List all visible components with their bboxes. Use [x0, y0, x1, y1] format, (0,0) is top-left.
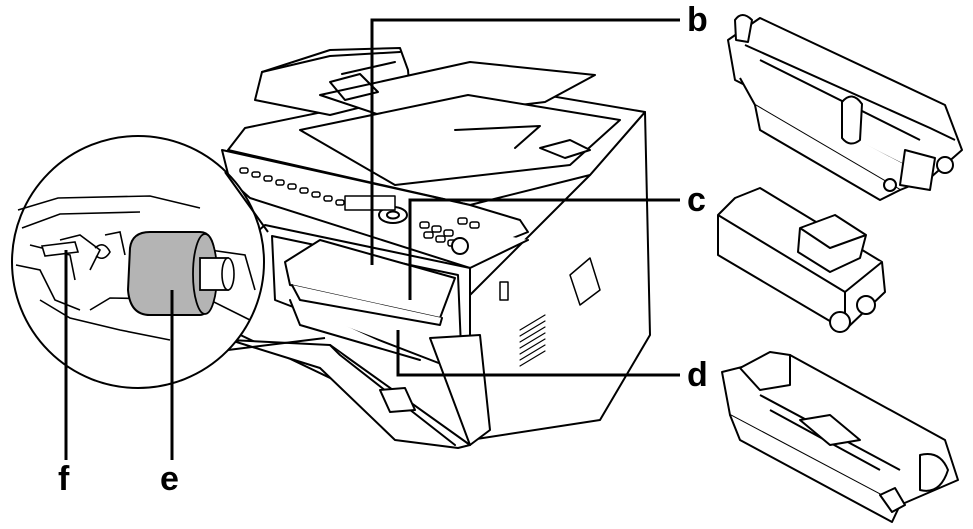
- leader-b: [370, 18, 680, 265]
- leader-c: [408, 198, 680, 300]
- label-f: f: [58, 460, 70, 498]
- imaging-unit: [727, 14, 963, 201]
- label-d: d: [687, 356, 708, 394]
- developer-unit: [721, 351, 959, 523]
- zoom-lines: [224, 171, 326, 351]
- label-e: e: [160, 460, 179, 498]
- leader-lines: [64, 18, 680, 460]
- toner-cartridge: [717, 187, 886, 333]
- label-c: c: [687, 181, 706, 219]
- printer-illustration: [221, 47, 651, 449]
- separation-pad: [40, 241, 80, 257]
- leader-d: [396, 330, 680, 377]
- label-b: b: [687, 1, 708, 39]
- magnified-detail: [11, 135, 265, 389]
